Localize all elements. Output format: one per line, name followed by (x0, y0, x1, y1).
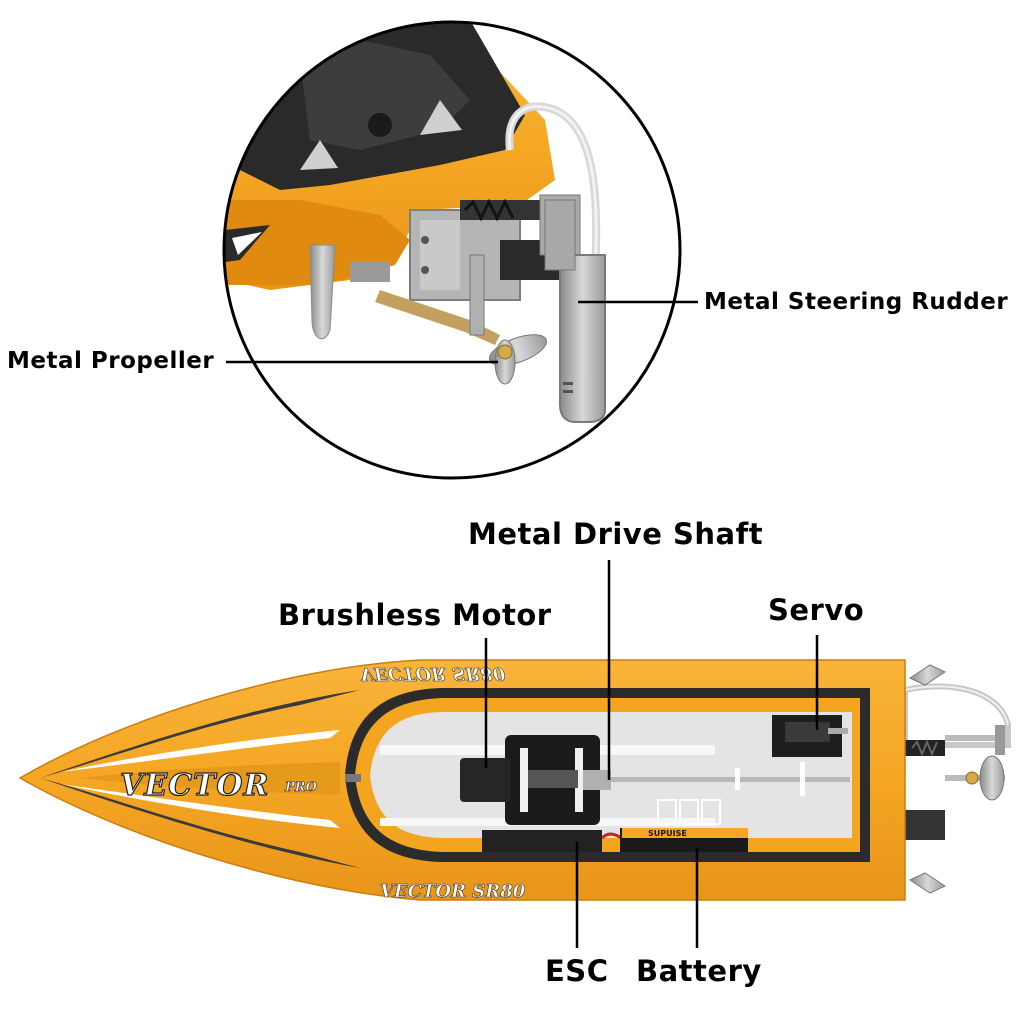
side-lettering-bottom: VECTOR SR80 (380, 881, 526, 902)
label-metal-steering-rudder: Metal Steering Rudder (704, 289, 1009, 315)
label-metal-propeller: Metal Propeller (7, 348, 215, 374)
propeller-detail (489, 334, 547, 385)
battery: SUPUISE (620, 828, 748, 852)
hull-stripes (40, 690, 360, 868)
leader-lines (226, 300, 819, 948)
servo (772, 715, 848, 757)
boat-top-view: VECTOR SR80 VECTOR SR80 VECTOR PRO (18, 659, 1011, 902)
vector-pro-logo: VECTOR PRO (119, 767, 318, 803)
svg-text:PRO: PRO (284, 780, 318, 795)
brushless-motor (460, 735, 611, 825)
esc (482, 830, 602, 852)
svg-text:SUPUISE: SUPUISE (648, 829, 687, 838)
label-esc: ESC (545, 954, 609, 988)
drive-shaft (610, 777, 850, 782)
label-servo: Servo (768, 593, 865, 627)
label-battery: Battery (636, 954, 762, 988)
trim-tab (309, 244, 336, 340)
transom-hardware (902, 664, 1011, 894)
rudder-detail (544, 199, 606, 423)
svg-text:VECTOR: VECTOR (120, 768, 269, 803)
detail-zoom-circle (222, 20, 682, 480)
side-lettering-top: VECTOR SR80 (360, 663, 506, 684)
propeller-strut (375, 290, 500, 345)
battery-tray (657, 799, 721, 825)
label-metal-drive-shaft: Metal Drive Shaft (468, 517, 764, 551)
label-brushless-motor: Brushless Motor (278, 598, 552, 632)
